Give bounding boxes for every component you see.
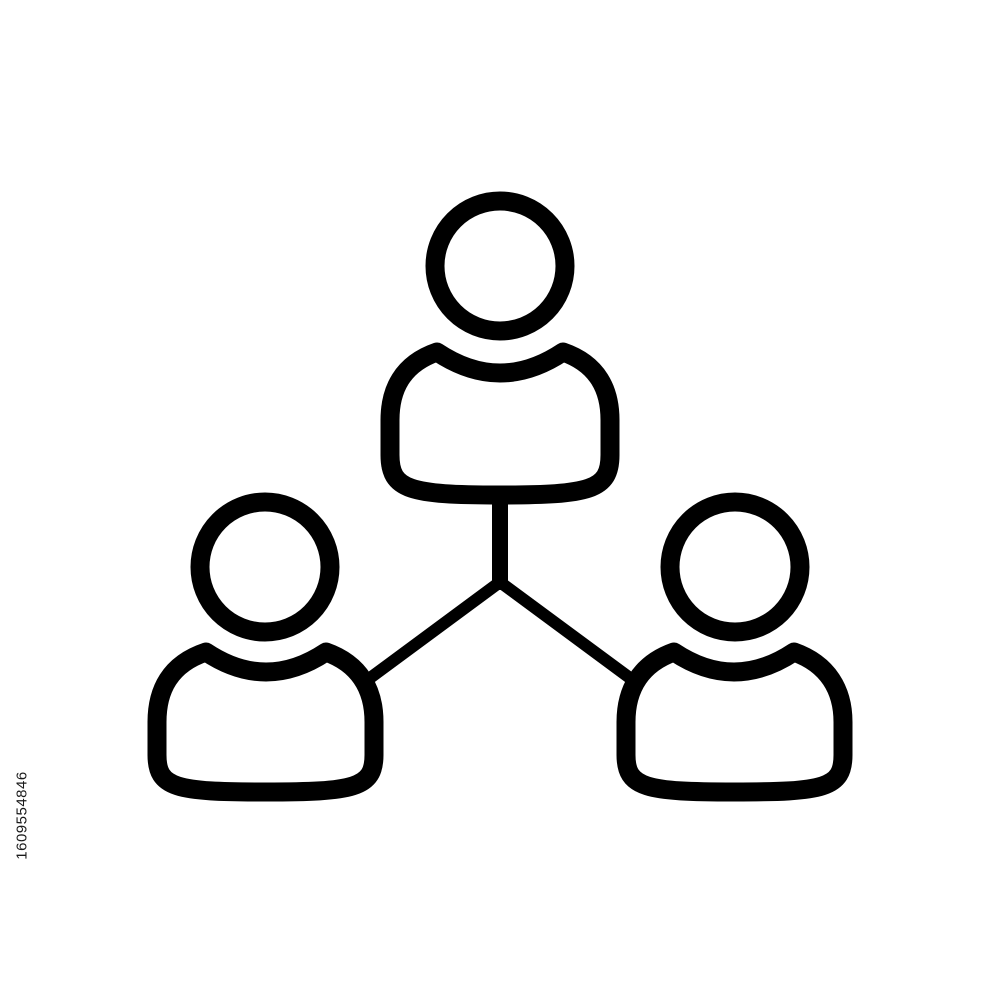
connector-right (494, 576, 644, 690)
connector-left (356, 576, 506, 690)
stock-id-text: 1609554846 (13, 770, 31, 860)
right-person-head (660, 492, 810, 642)
left-person-body (147, 642, 384, 802)
top-person-body (380, 342, 620, 505)
right-person-body (616, 642, 853, 802)
left-person-head (190, 492, 340, 642)
stock-id-watermark: 1609554846 (2, 740, 42, 890)
right-person-icon (616, 492, 853, 802)
network-connectors (356, 487, 644, 690)
top-person-icon (380, 191, 620, 505)
left-person-icon (147, 492, 384, 802)
top-person-head (425, 191, 575, 341)
